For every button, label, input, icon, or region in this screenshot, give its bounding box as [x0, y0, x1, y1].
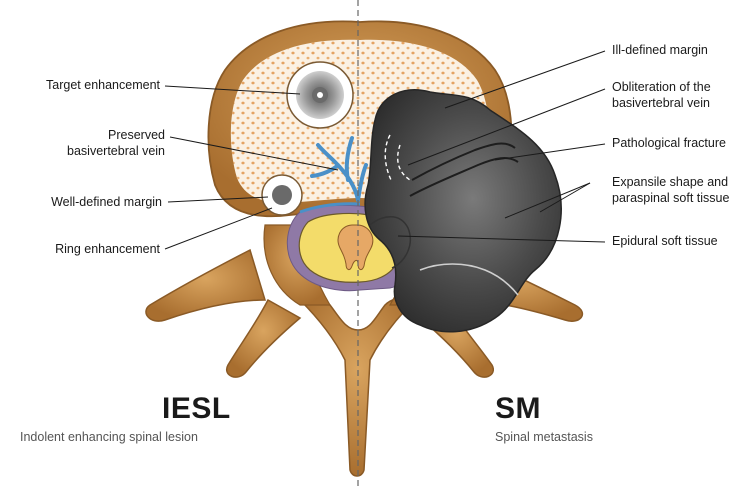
label-well-defined-margin: Well-defined margin — [51, 195, 162, 209]
spinal-canal — [286, 204, 414, 292]
left-title-abbr: IESL — [162, 392, 231, 425]
label-ill-defined-margin: Ill-defined margin — [612, 43, 708, 57]
label-obliteration-line1: Obliteration of the — [612, 80, 711, 94]
target-lesion — [286, 61, 354, 129]
basivertebral-vein — [299, 136, 368, 214]
label-target-enhancement: Target enhancement — [46, 78, 160, 92]
label-expansile-line1: Expansile shape and — [612, 175, 729, 189]
label-epidural-soft-tissue: Epidural soft tissue — [612, 234, 718, 248]
left-leader-lines — [164, 85, 339, 250]
right-title-full: Spinal metastasis — [495, 430, 593, 444]
left-title-full: Indolent enhancing spinal lesion — [20, 430, 198, 444]
label-preserved-vein-line1: Preserved — [108, 128, 165, 142]
right-title-abbr: SM — [495, 392, 541, 425]
label-obliteration-line2: basivertebral vein — [612, 96, 710, 110]
label-preserved-vein-line2: basivertebral vein — [67, 144, 165, 158]
tumor-mass — [364, 89, 562, 333]
right-leader-lines — [397, 50, 606, 243]
label-ring-enhancement: Ring enhancement — [55, 242, 160, 256]
label-expansile-line2: paraspinal soft tissue — [612, 191, 730, 205]
label-pathological-fracture: Pathological fracture — [612, 136, 726, 150]
ring-lesion — [261, 174, 303, 216]
